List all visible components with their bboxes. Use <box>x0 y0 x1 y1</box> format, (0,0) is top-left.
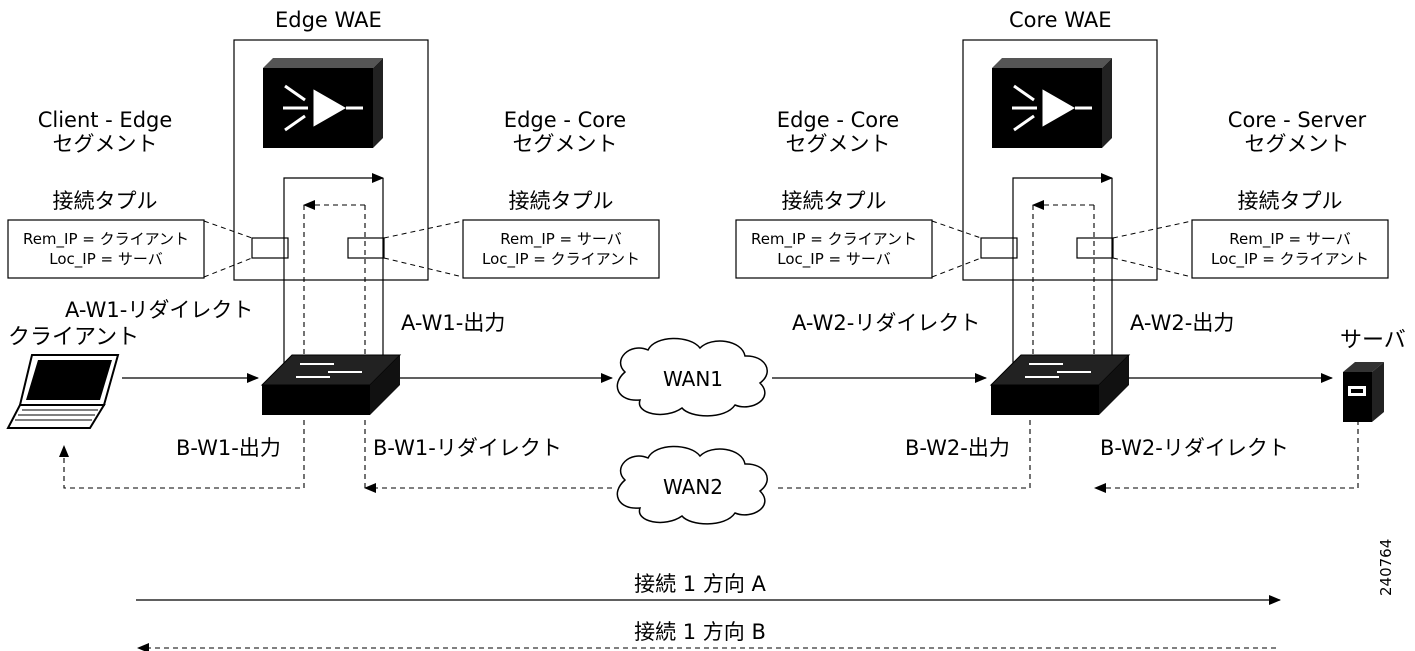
b-w2-out-label: B-W2-出力 <box>905 436 1010 460</box>
tuple-box <box>462 219 660 279</box>
a-w2-redirect-label: A-W2-リダイレクト <box>792 311 981 335</box>
tuple-box <box>735 219 933 279</box>
wae-appliance-icon <box>263 58 383 148</box>
figure-id: 240764 <box>1377 538 1395 596</box>
server-label: サーバ <box>1340 328 1406 353</box>
tuple-slot <box>1076 237 1114 259</box>
core-wae-box <box>962 39 1158 281</box>
direction-b-label: 接続 1 方向 B <box>634 620 766 644</box>
direction-a-label: 接続 1 方向 A <box>634 572 766 596</box>
b-w2-redirect-label: B-W2-リダイレクト <box>1100 436 1289 460</box>
b-w1-redirect-label: B-W1-リダイレクト <box>373 436 562 460</box>
cloud-icon <box>616 337 768 417</box>
edge-wae-title: Edge WAE <box>275 8 382 32</box>
client-label: クライアント <box>8 325 140 350</box>
cloud-icon <box>616 445 768 525</box>
tuple-title: 接続タプル <box>781 189 887 213</box>
laptop-icon <box>6 354 120 429</box>
switch-icon <box>989 354 1131 415</box>
wae-appliance-icon <box>992 58 1112 148</box>
tuple-slot <box>980 237 1018 259</box>
wan1-label: WAN1 <box>662 367 724 391</box>
a-w1-redirect-label: A-W1-リダイレクト <box>65 298 254 322</box>
tuple-box <box>7 219 205 279</box>
tuple-slot <box>251 237 289 259</box>
tuple-box <box>1191 219 1389 279</box>
core-wae-title: Core WAE <box>1009 8 1112 32</box>
wan2-label: WAN2 <box>662 475 724 499</box>
tuple-slot <box>347 237 385 259</box>
b-w1-out-label: B-W1-出力 <box>176 436 281 460</box>
edge-wae-box <box>233 39 429 281</box>
tuple-title: 接続タプル <box>508 189 614 213</box>
switch-icon <box>260 354 402 415</box>
tuple-title: 接続タプル <box>1237 189 1343 213</box>
tuple-title: 接続タプル <box>52 189 158 213</box>
server-icon <box>1343 362 1384 422</box>
a-w2-out-label: A-W2-出力 <box>1130 311 1235 335</box>
a-w1-out-label: A-W1-出力 <box>401 311 506 335</box>
